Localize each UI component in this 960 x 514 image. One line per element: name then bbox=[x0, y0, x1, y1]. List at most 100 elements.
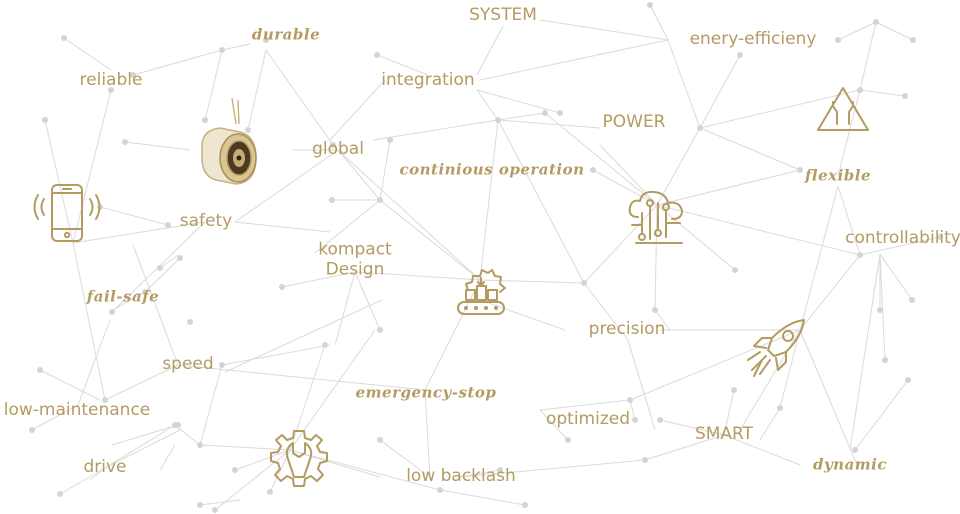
network-node bbox=[731, 387, 737, 393]
network-node bbox=[322, 342, 328, 348]
network-edge bbox=[354, 271, 481, 281]
network-edge bbox=[759, 407, 781, 441]
network-node bbox=[565, 437, 571, 443]
label-energy-efficiency: enery-efficieny bbox=[689, 29, 817, 50]
network-node bbox=[165, 222, 171, 228]
network-edge bbox=[629, 399, 636, 421]
network-node bbox=[212, 507, 218, 513]
network-node bbox=[937, 234, 943, 240]
network-edge bbox=[656, 204, 736, 271]
network-nodes bbox=[29, 2, 943, 513]
network-edge bbox=[459, 459, 646, 478]
label-drive: drive bbox=[83, 457, 127, 478]
network-edge bbox=[72, 89, 112, 244]
network-node bbox=[245, 127, 251, 133]
network-edge bbox=[476, 25, 504, 76]
network-edge bbox=[379, 139, 391, 201]
network-edge bbox=[459, 469, 501, 478]
network-edge bbox=[199, 499, 241, 506]
label-reliable: reliable bbox=[79, 70, 143, 91]
network-node bbox=[42, 117, 48, 123]
network-edge bbox=[656, 127, 701, 206]
network-edge bbox=[372, 119, 499, 141]
network-edge bbox=[424, 279, 481, 391]
network-node bbox=[732, 267, 738, 273]
network-edge bbox=[132, 49, 223, 76]
label-smart: SMART bbox=[694, 424, 754, 445]
network-node bbox=[642, 457, 648, 463]
network-node bbox=[737, 52, 743, 58]
network-edge bbox=[89, 467, 106, 481]
network-node bbox=[657, 417, 663, 423]
network-node bbox=[187, 319, 193, 325]
label-fail-safe: fail-safe bbox=[86, 287, 160, 306]
network-node bbox=[522, 502, 528, 508]
network-edge bbox=[659, 419, 725, 436]
network-node bbox=[102, 397, 108, 403]
network-node bbox=[197, 442, 203, 448]
network-node bbox=[905, 377, 911, 383]
network-edge bbox=[854, 379, 909, 451]
network-edge bbox=[649, 4, 669, 41]
network-edge bbox=[39, 369, 101, 401]
network-edge bbox=[124, 141, 191, 151]
network-edge bbox=[879, 253, 913, 301]
network-node bbox=[882, 357, 888, 363]
network-node bbox=[219, 47, 225, 53]
network-edge bbox=[479, 39, 669, 81]
network-node bbox=[542, 110, 548, 116]
network-node bbox=[329, 197, 335, 203]
network-edge bbox=[234, 149, 339, 223]
network-node bbox=[130, 72, 136, 78]
network-edge bbox=[539, 409, 569, 441]
cloud-circuit-icon bbox=[624, 189, 688, 249]
network-edge bbox=[837, 21, 877, 41]
label-kompakt-design: kompact Design bbox=[318, 239, 392, 279]
network-edge bbox=[699, 127, 801, 171]
network-edge bbox=[221, 43, 251, 51]
network-edge bbox=[159, 254, 179, 269]
network-node bbox=[437, 487, 443, 493]
label-safety: safety bbox=[179, 211, 233, 232]
network-node bbox=[279, 284, 285, 290]
network-node bbox=[857, 87, 863, 93]
network-edge bbox=[837, 89, 861, 177]
network-node bbox=[197, 502, 203, 508]
network-node bbox=[909, 297, 915, 303]
network-node bbox=[109, 309, 115, 315]
network-node bbox=[910, 37, 916, 43]
network-edge bbox=[799, 329, 858, 466]
network-edge bbox=[849, 253, 881, 451]
label-power: POWER bbox=[602, 112, 666, 133]
network-edge bbox=[879, 253, 886, 361]
network-edge bbox=[424, 389, 431, 478]
network-node bbox=[219, 362, 225, 368]
network-node bbox=[387, 137, 393, 143]
network-edge bbox=[289, 449, 441, 491]
network-edge bbox=[334, 271, 356, 346]
network-edge bbox=[354, 271, 381, 331]
network-node bbox=[632, 417, 638, 423]
network-edge bbox=[159, 444, 176, 471]
network-edge bbox=[656, 204, 861, 256]
label-low-maintenance: low-maintenance bbox=[3, 400, 151, 421]
network-edge bbox=[214, 449, 291, 511]
network-edge bbox=[539, 19, 669, 41]
network-edge bbox=[177, 364, 426, 391]
network-edge bbox=[104, 429, 181, 469]
network-node bbox=[777, 405, 783, 411]
network-node bbox=[377, 437, 383, 443]
network-node bbox=[652, 307, 658, 313]
network-edge bbox=[132, 244, 179, 366]
network-edge bbox=[875, 21, 914, 41]
network-edge bbox=[592, 169, 658, 206]
network-edge bbox=[174, 424, 201, 446]
network-edge bbox=[627, 339, 656, 431]
network-edge bbox=[199, 364, 223, 446]
network-edge bbox=[144, 257, 181, 293]
network-edge bbox=[497, 119, 585, 284]
label-durable: durable bbox=[251, 25, 321, 44]
network-node bbox=[374, 52, 380, 58]
network-edge bbox=[376, 54, 429, 76]
network-edge bbox=[289, 344, 326, 451]
